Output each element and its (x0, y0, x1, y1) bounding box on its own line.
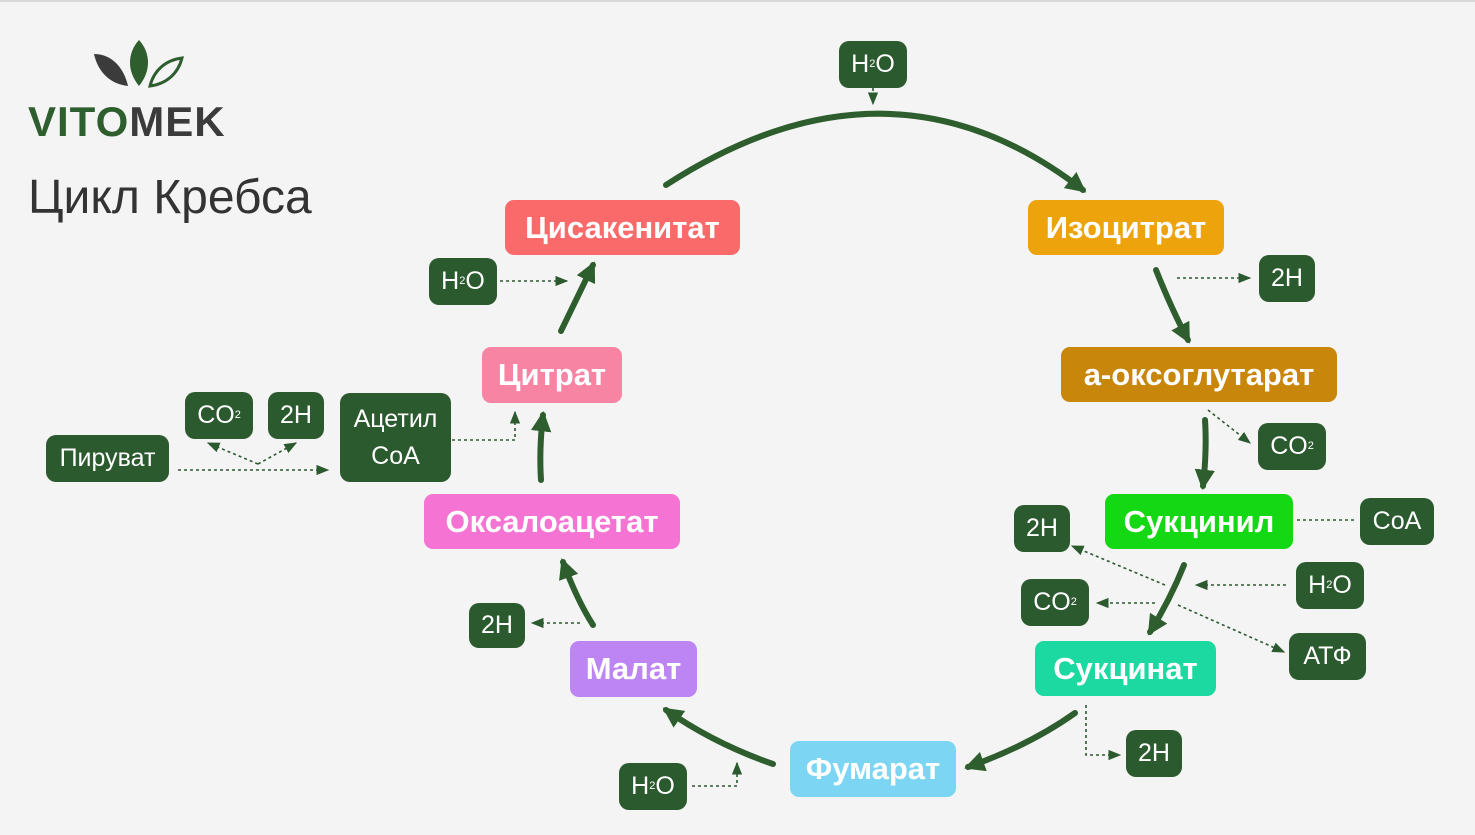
node-oxaloacetate: Оксалоацетат (424, 494, 680, 549)
dotted-co2-oxo (1207, 409, 1252, 444)
arrow-malate-to-oxaloacetate (559, 558, 596, 628)
chip-h2o-top-sub: 2 (869, 58, 876, 70)
chip-h2o-left-main: H (441, 267, 460, 295)
chip-acetyl-line2: CoA (371, 441, 420, 470)
node-malate: Малат (570, 641, 697, 697)
chip-2h-isocitrate: 2H (1259, 255, 1315, 302)
node-isocitrate: Изоцитрат (1028, 200, 1224, 255)
node-succinyl-label: Сукцинил (1123, 503, 1275, 539)
arrow-isocitrate-to-oxoglutarate (1153, 267, 1191, 344)
node-oxaloacetate-label: Оксалоацетат (445, 503, 659, 539)
arrow-succinyl-to-succinate (1147, 562, 1187, 636)
node-malate-label: Малат (585, 651, 682, 686)
node-fumarate-label: Фумарат (805, 751, 941, 786)
chip-h2o-fum-main: H (631, 772, 650, 800)
node-oxoglutarate-label: а-оксоглутарат (1083, 356, 1315, 392)
dotted-h2o-fum (692, 761, 743, 787)
chip-h2o-top-tail: O (875, 50, 895, 78)
brand-part-2: MEK (129, 98, 226, 145)
chip-2h-succinyl-main: 2H (1026, 514, 1058, 542)
arrow-oxoglutarate-to-succinyl (1194, 417, 1215, 491)
top-divider (0, 0, 1475, 2)
chip-h2o-top-main: H (851, 50, 870, 78)
chip-coa-main: CoA (1372, 507, 1422, 535)
chip-co2-oxo-sub: 2 (1307, 440, 1314, 452)
node-succinate: Сукцинат (1035, 641, 1216, 696)
node-citrate-label: Цитрат (497, 357, 607, 392)
chip-2h-malate-main: 2H (481, 611, 513, 639)
chip-pyruvate-main: Пируват (59, 444, 156, 472)
page-title: Цикл Кребса (28, 171, 312, 224)
chip-2h-malate: 2H (469, 603, 525, 648)
arrow-oxaloacetate-to-citrate (531, 410, 552, 483)
arrow-succinate-to-fumarate (964, 710, 1078, 772)
node-succinate-label: Сукцинат (1053, 650, 1198, 686)
chip-2h-succinyl: 2H (1014, 505, 1070, 552)
chip-h2o-suc-tail: O (1332, 571, 1352, 599)
chip-pyruvate: Пируват (46, 435, 169, 482)
arrow-fumarate-to-malate (662, 707, 776, 767)
chip-h2o-fum-tail: O (655, 772, 675, 800)
arrow-citrate-to-cisaconitate (558, 261, 596, 334)
node-cisaconitate-label: Цисакенитат (525, 209, 720, 245)
leaves-logo-icon (94, 40, 184, 88)
chip-co2-suc-main: CO (1033, 588, 1071, 616)
node-citrate: Цитрат (482, 347, 622, 403)
dotted-atf (1177, 604, 1286, 653)
chip-h2o-fum-sub: 2 (649, 780, 656, 792)
chip-2h-pyruvate: 2H (268, 392, 324, 439)
chip-2h-succinate-main: 2H (1138, 739, 1170, 767)
dotted-2h-pyr (257, 442, 298, 465)
chip-2h-succinate: 2H (1126, 730, 1182, 777)
chip-co2-oxo-main: CO (1270, 432, 1308, 460)
dotted-2h-suc (1070, 545, 1166, 586)
node-isocitrate-label: Изоцитрат (1045, 209, 1207, 245)
brand-logo-text: VITOMEK (28, 98, 226, 146)
chip-co2-suc-sub: 2 (1070, 596, 1077, 608)
chip-h2o-left-sub: 2 (459, 275, 466, 287)
chip-atf-main: АТФ (1303, 642, 1352, 670)
node-oxoglutarate: а-оксоглутарат (1061, 347, 1337, 402)
chip-co2-pyruvate-sub: 2 (234, 409, 241, 421)
chip-acetyl-line1: Ацетил (353, 404, 438, 433)
chip-co2-pyruvate-main: CO (197, 401, 235, 429)
node-succinyl: Сукцинил (1105, 494, 1293, 549)
arrow-cisaconitate-to-isocitrate (663, 110, 1087, 193)
chip-atf: АТФ (1289, 633, 1366, 680)
dotted-co2-pyr (206, 442, 259, 465)
dotted-2h-succinate (1085, 705, 1122, 761)
chip-coa: CoA (1360, 498, 1434, 545)
node-fumarate: Фумарат (790, 741, 956, 797)
dotted-acetyl (452, 410, 521, 441)
node-cisaconitate: Цисакенитат (505, 200, 740, 255)
chip-2h-pyruvate-main: 2H (280, 401, 312, 429)
chip-h2o-suc-sub: 2 (1326, 579, 1333, 591)
chip-2h-isocitrate-main: 2H (1271, 264, 1303, 292)
chip-h2o-left-tail: O (465, 267, 485, 295)
chip-h2o-suc-main: H (1308, 571, 1327, 599)
brand-part-1: VITO (28, 98, 130, 145)
